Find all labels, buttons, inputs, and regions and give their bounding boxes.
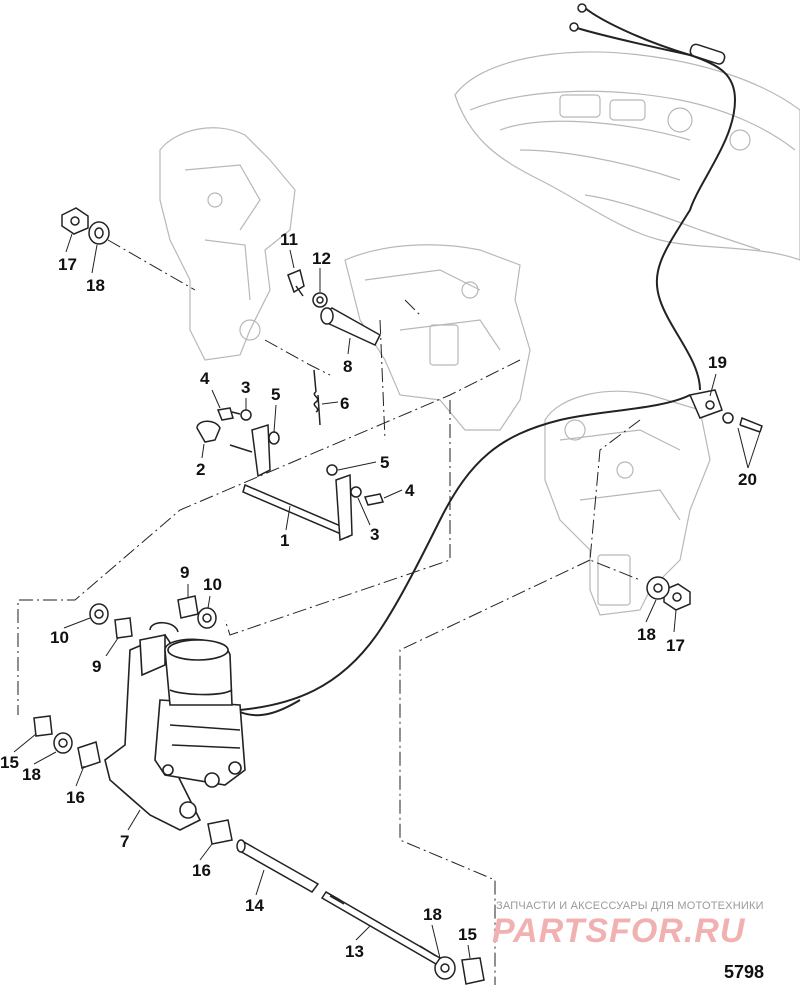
callout-12: 12 (312, 249, 331, 268)
callout-16a: 16 (66, 788, 85, 807)
callout-9b: 9 (92, 657, 101, 676)
callout-3a: 3 (241, 378, 250, 397)
callout-10b: 10 (50, 628, 69, 647)
callout-4a: 4 (200, 369, 210, 388)
callout-17b: 17 (666, 636, 685, 655)
callout-13: 13 (345, 942, 364, 961)
nut-washer-parts (61, 207, 691, 985)
callout-5a: 5 (271, 385, 280, 404)
callout-17a: 17 (58, 255, 77, 274)
callout-15a: 15 (0, 753, 19, 772)
bushing-parts (33, 595, 233, 845)
callout-4b: 4 (405, 481, 415, 500)
watermark-brand: PARTSFOR.RU (492, 912, 746, 950)
callout-14: 14 (245, 896, 264, 915)
callout-10a: 10 (203, 575, 222, 594)
callout-18a: 18 (86, 276, 105, 295)
callout-labels: 17 18 11 12 8 4 3 5 6 2 5 4 3 1 19 20 9 … (0, 230, 757, 961)
callout-8: 8 (343, 357, 352, 376)
callout-2: 2 (196, 460, 205, 479)
figure-number: 5798 (724, 962, 765, 982)
callout-18b: 18 (637, 625, 656, 644)
trim-pump-motor-assembly (104, 621, 246, 831)
callout-1: 1 (280, 531, 289, 550)
callout-5b: 5 (380, 453, 389, 472)
background-housings (159, 51, 800, 616)
callout-leaders (13, 233, 761, 959)
callout-18d: 18 (423, 905, 442, 924)
pivot-tube-and-rod (236, 839, 442, 966)
callout-9a: 9 (180, 563, 189, 582)
callout-6: 6 (340, 394, 349, 413)
callout-18c: 18 (22, 765, 41, 784)
callout-19: 19 (708, 353, 727, 372)
callout-11: 11 (280, 230, 298, 249)
cable-clamp-part (688, 389, 763, 433)
harness-terminals (569, 3, 726, 65)
fastener-parts (196, 268, 385, 506)
callout-16b: 16 (192, 861, 211, 880)
callout-7: 7 (120, 832, 129, 851)
release-lever-assembly (229, 423, 353, 542)
watermark-tagline: ЗАПЧАСТИ И АКСЕССУАРЫ ДЛЯ МОТОТЕХНИКИ (496, 900, 764, 912)
wiring-harness (239, 7, 737, 717)
leader-lines (17, 239, 641, 985)
callout-15b: 15 (458, 925, 477, 944)
callout-3b: 3 (370, 525, 379, 544)
callout-20: 20 (738, 470, 757, 489)
